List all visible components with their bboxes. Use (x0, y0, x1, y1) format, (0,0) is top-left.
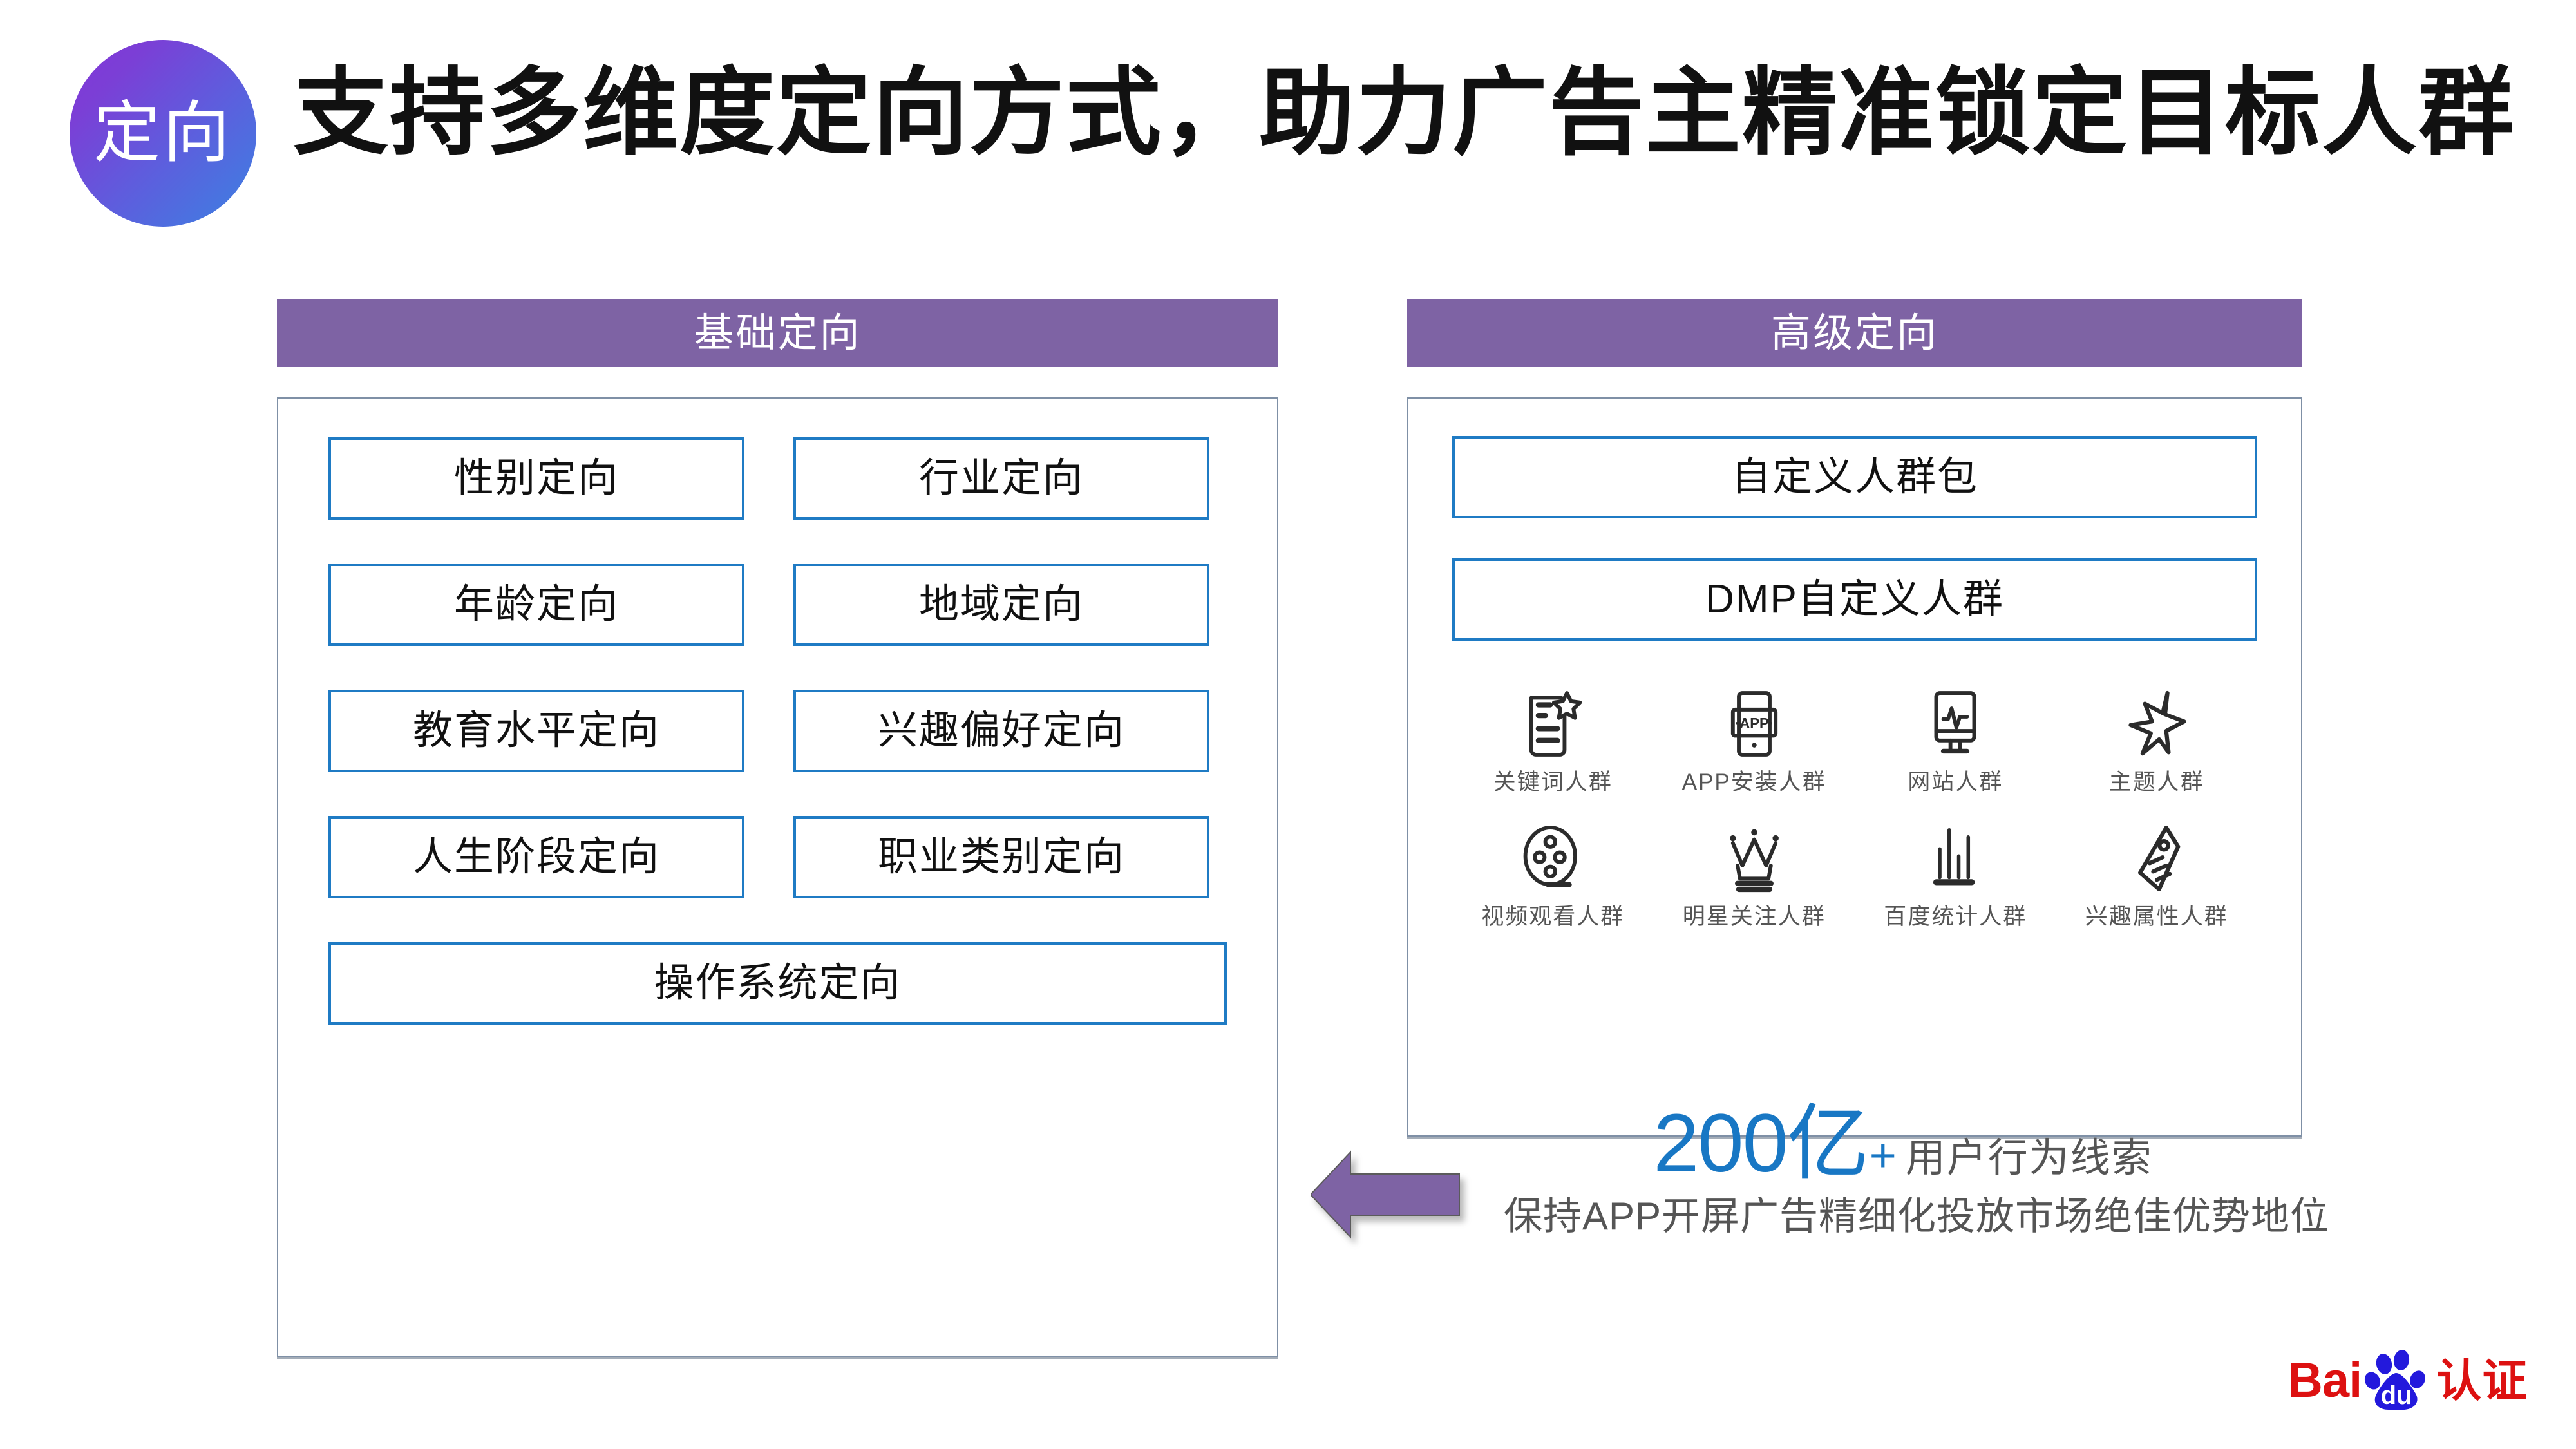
option-life-stage-targeting[interactable]: 人生阶段定向 (328, 816, 744, 898)
audience-item-label: 主题人群 (2108, 770, 2204, 795)
option-education-targeting[interactable]: 教育水平定向 (328, 690, 744, 772)
page-title: 支持多维度定向方式，助力广告主精准锁定目标人群 (293, 60, 2515, 166)
stats-headline: 200亿 + 用户行为线索 (1504, 1103, 2302, 1185)
option-label: 教育水平定向 (412, 708, 660, 753)
option-custom-audience-package[interactable]: 自定义人群包 (1452, 436, 2257, 518)
film-reel-icon (1515, 820, 1591, 896)
audience-icon-grid: 关键词人群 ·APP· APP安装人群 (1452, 686, 2257, 928)
option-label: 人生阶段定向 (412, 835, 660, 879)
audience-item-label: 明星关注人群 (1682, 904, 1826, 929)
option-label: 性别定向 (453, 456, 619, 500)
audience-item-celebrity-follow[interactable]: 明星关注人群 (1654, 820, 1855, 928)
basic-section-title: 基础定向 (694, 310, 862, 355)
audience-item-keyword[interactable]: 关键词人群 (1452, 686, 1654, 793)
advanced-section-title: 高级定向 (1770, 310, 1938, 355)
header-badge: 定向 (70, 40, 256, 227)
stats-number: 200亿 (1653, 1097, 1870, 1189)
audience-item-website[interactable]: 网站人群 (1855, 686, 2056, 793)
basic-panel: 性别定向 行业定向 年龄定向 地域定向 教育水平定向 兴趣偏好定向 人生阶段定向… (277, 397, 1278, 1357)
stats-subtitle: 保持APP开屏广告精细化投放市场绝佳优势地位 (1504, 1195, 2330, 1238)
stats-block: 200亿 + 用户行为线索 保持APP开屏广告精细化投放市场绝佳优势地位 (1504, 1103, 2330, 1238)
option-os-targeting[interactable]: 操作系统定向 (328, 942, 1227, 1025)
stats-plus-sign: + (1869, 1130, 1897, 1182)
audience-item-video-view[interactable]: 视频观看人群 (1452, 820, 1654, 928)
option-interest-targeting[interactable]: 兴趣偏好定向 (793, 690, 1209, 772)
option-label: 自定义人群包 (1730, 455, 1978, 499)
audience-item-baidu-analytics[interactable]: 百度统计人群 (1855, 820, 2056, 928)
header-badge-label: 定向 (93, 96, 232, 171)
basic-option-grid: 性别定向 行业定向 年龄定向 地域定向 教育水平定向 兴趣偏好定向 人生阶段定向… (328, 437, 1227, 1025)
stats-unit-label: 用户行为线索 (1905, 1136, 2153, 1180)
option-label: 年龄定向 (453, 582, 619, 627)
audience-item-label: 关键词人群 (1493, 770, 1613, 795)
option-label: 操作系统定向 (654, 961, 902, 1005)
audience-item-topic[interactable]: 主题人群 (2056, 686, 2258, 793)
option-label: DMP自定义人群 (1705, 577, 2004, 621)
flow-arrow-left-icon (1311, 1143, 1460, 1246)
star-icon (2119, 686, 2195, 762)
advanced-section-header: 高级定向 (1407, 299, 2302, 367)
baidu-certification-logo: Bai du 认证 (2287, 1350, 2528, 1412)
option-label: 地域定向 (918, 582, 1084, 627)
option-occupation-targeting[interactable]: 职业类别定向 (793, 816, 1209, 898)
monitor-pulse-icon (1917, 686, 1993, 762)
baidu-logo-bai-text: Bai (2287, 1353, 2362, 1408)
option-label: 兴趣偏好定向 (877, 708, 1125, 753)
option-label: 行业定向 (918, 456, 1084, 500)
option-region-targeting[interactable]: 地域定向 (793, 564, 1209, 646)
audience-item-interest-attribute[interactable]: 兴趣属性人群 (2056, 820, 2258, 928)
audience-item-label: 兴趣属性人群 (2085, 904, 2228, 929)
basic-targeting-column: 基础定向 性别定向 行业定向 年龄定向 地域定向 教育水平定向 兴趣偏好定向 人… (277, 299, 1278, 1357)
app-watch-icon: ·APP· (1716, 686, 1792, 762)
audience-item-label: 视频观看人群 (1481, 904, 1625, 929)
baidu-paw-icon: du (2363, 1350, 2432, 1412)
option-label: 职业类别定向 (877, 835, 1125, 879)
baidu-logo-cert-text: 认证 (2436, 1356, 2528, 1406)
svg-text:·APP·: ·APP· (1735, 715, 1774, 731)
advanced-panel: 自定义人群包 DMP自定义人群 关键词人群 (1407, 397, 2302, 1137)
bar-chart-icon (1917, 820, 1993, 896)
option-age-targeting[interactable]: 年龄定向 (328, 564, 744, 646)
basic-section-header: 基础定向 (277, 299, 1278, 367)
document-star-icon (1515, 686, 1591, 762)
svg-text:du: du (2381, 1381, 2412, 1410)
audience-item-label: 网站人群 (1908, 770, 2003, 795)
audience-item-app-install[interactable]: ·APP· APP安装人群 (1654, 686, 1855, 793)
advanced-targeting-column: 高级定向 自定义人群包 DMP自定义人群 (1407, 299, 2302, 1137)
tag-icon (2119, 820, 2195, 896)
crown-icon (1716, 820, 1792, 896)
option-dmp-custom-audience[interactable]: DMP自定义人群 (1452, 558, 2257, 641)
option-industry-targeting[interactable]: 行业定向 (793, 437, 1209, 520)
option-gender-targeting[interactable]: 性别定向 (328, 437, 744, 520)
audience-item-label: 百度统计人群 (1884, 904, 2027, 929)
audience-item-label: APP安装人群 (1681, 770, 1826, 795)
